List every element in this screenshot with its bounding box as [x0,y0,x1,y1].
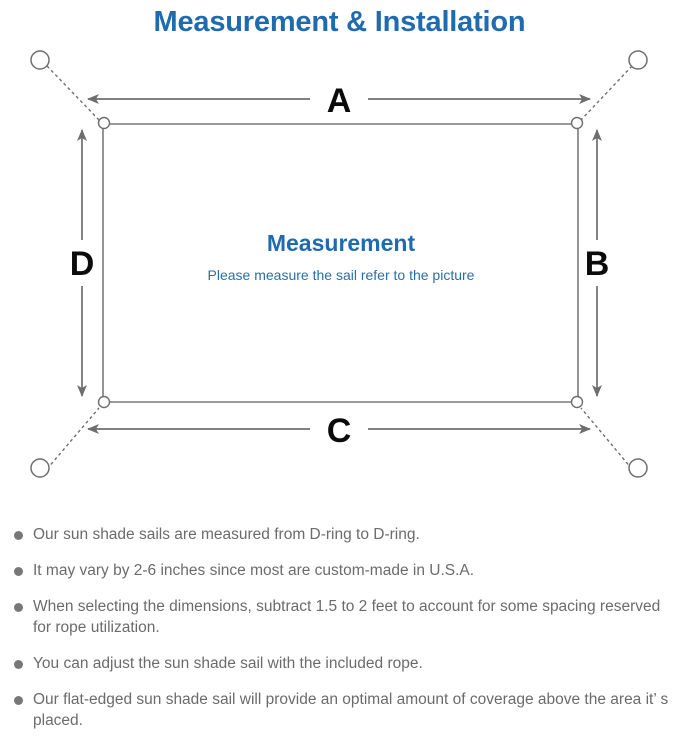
bullet-icon [14,660,23,669]
bullet-icon [14,696,23,705]
d-ring-bottom-left [97,395,111,409]
note-text: When selecting the dimensions, subtract … [33,598,661,636]
rope-line-bottom-right [580,407,633,470]
page-title: Measurement & Installation [153,6,526,38]
dimension-label-b: B [585,245,610,283]
anchor-points-group [30,50,648,478]
bullet-icon [14,603,23,612]
sail-diagram-svg: A C D B Measurement Please me [30,50,648,478]
note-text: Our sun shade sails are measured from D-… [33,526,420,543]
dimension-arrow-left: D [70,129,95,397]
anchor-circle-bottom-left [30,458,50,478]
list-item: When selecting the dimensions, subtract … [8,596,669,638]
list-item: It may vary by 2-6 inches since most are… [8,560,669,581]
d-ring-top-right [570,116,584,130]
rope-line-top-right [580,65,633,121]
rope-line-top-left [46,65,100,121]
bullet-icon [14,567,23,576]
d-ring-bottom-right [570,395,584,409]
note-text: It may vary by 2-6 inches since most are… [33,562,475,579]
sail-inner-subtitle: Please measure the sail refer to the pic… [208,267,475,283]
rope-lines-group [46,65,633,470]
note-text: You can adjust the sun shade sail with t… [33,655,423,672]
list-item: Our sun shade sails are measured from D-… [8,524,669,545]
anchor-circle-top-right [628,50,648,70]
d-ring-top-left [97,116,111,130]
dimension-label-d: D [70,245,95,283]
anchor-circle-top-left [30,50,50,70]
anchor-circle-bottom-right [628,458,648,478]
notes-list: Our sun shade sails are measured from D-… [0,524,679,731]
bullet-icon [14,531,23,540]
dimension-label-c: C [327,412,352,450]
dimension-arrow-top: A [87,82,591,120]
list-item: Our flat-edged sun shade sail will provi… [8,689,669,731]
dimension-label-a: A [327,82,352,120]
diagram-container: A C D B Measurement Please me [0,44,679,524]
sail-inner-title: Measurement [267,230,416,256]
d-rings-group [97,116,584,409]
note-text: Our flat-edged sun shade sail will provi… [33,691,669,729]
rope-line-bottom-left [46,407,100,470]
list-item: You can adjust the sun shade sail with t… [8,653,669,674]
dimension-arrow-right: B [585,129,610,397]
dimension-arrow-bottom: C [87,412,591,450]
sail-rectangle [102,123,579,403]
